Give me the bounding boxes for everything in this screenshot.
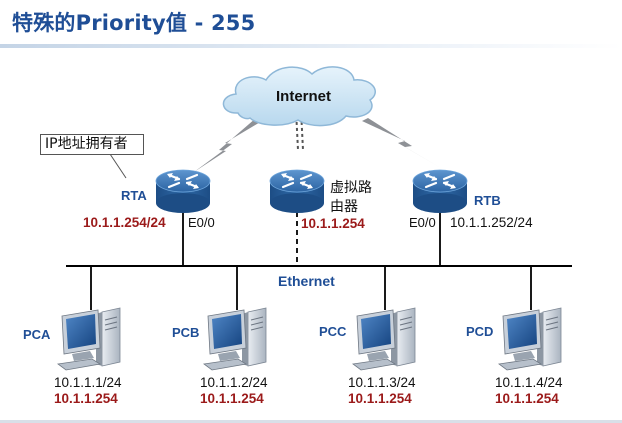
virtual-router-label-line1: 虚拟路 [330,180,372,196]
rta-interface: E0/0 [188,215,215,230]
footer-rule [0,420,622,423]
rtb-interface: E0/0 [409,215,436,230]
internet-cloud-icon [222,66,376,127]
pca-gateway: 10.1.1.254 [54,391,118,406]
rtb-ip: 10.1.1.252/24 [450,215,533,230]
pcc-name: PCC [319,324,347,339]
virtual-router-icon [268,168,326,215]
pcc-ip: 10.1.1.3/24 [348,375,416,390]
pcc-gateway: 10.1.1.254 [348,391,412,406]
title-underline [0,44,622,48]
pcc-computer-icon [352,307,416,371]
rta-router-icon [154,168,212,215]
pcb-gateway: 10.1.1.254 [200,391,264,406]
pca-ip: 10.1.1.1/24 [54,375,122,390]
virtual-router-label-line2: 由器 [330,199,358,215]
virtual-router-ip: 10.1.1.254 [301,216,365,231]
rta-name: RTA [121,188,147,203]
rtb-name: RTB [474,193,501,208]
rtb-wan-link [362,118,441,168]
page-title: 特殊的Priority值 - 255 [12,11,256,35]
pcb-computer-icon [203,307,267,371]
callout-pointer [109,153,127,179]
rta-wan-link [194,118,262,172]
ethernet-label: Ethernet [278,273,335,289]
pcd-ip: 10.1.1.4/24 [495,375,563,390]
pcb-ip: 10.1.1.2/24 [200,375,268,390]
pcd-computer-icon [498,307,562,371]
pca-computer-icon [57,307,121,371]
pcd-gateway: 10.1.1.254 [495,391,559,406]
pcd-name: PCD [466,324,494,339]
rta-ip: 10.1.1.254/24 [83,215,166,230]
pca-name: PCA [23,327,51,342]
ip-owner-callout: IP地址拥有者 [40,134,144,155]
pcb-name: PCB [172,325,200,340]
internet-label: Internet [276,88,332,105]
rtb-router-icon [411,168,469,215]
